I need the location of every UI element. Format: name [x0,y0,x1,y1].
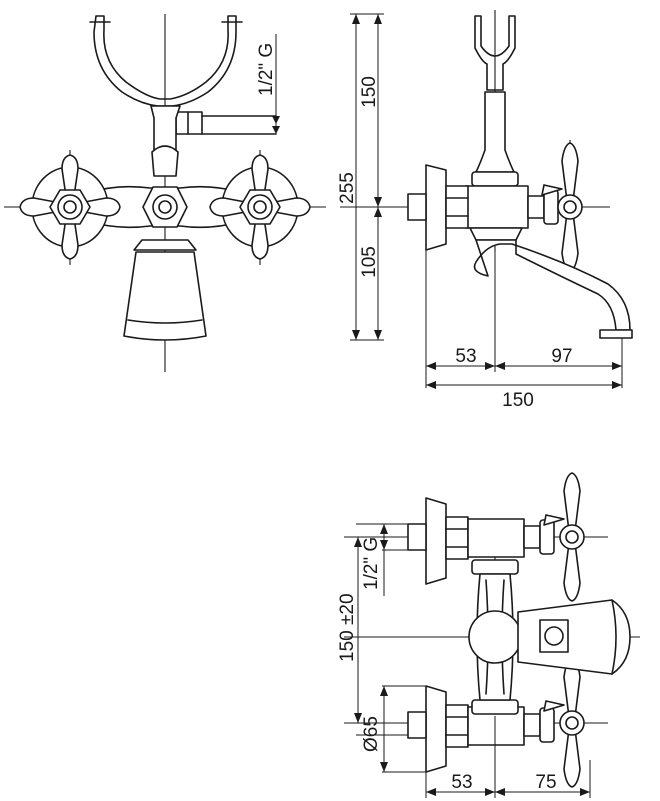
front-thread-label: 1/2" G [256,43,277,96]
side-body-base [469,227,523,241]
top-view: 1/2" G 150 ±20 Ø65 53 75 [337,472,640,798]
side-inlet [407,193,427,221]
centers-label: 150 ±20 [337,593,358,662]
side-view: 255 150 105 53 97 150 [337,10,633,411]
side-body [465,185,529,229]
front-view: 1/2" G [4,14,326,372]
front-thread-dimension: 1/2" G [256,34,280,134]
top-upper-inlet [407,472,585,602]
total-height-label: 255 [337,172,358,204]
top-horizontal-dimensions: 53 75 [425,716,591,798]
side-nut [445,185,469,229]
top-width-left-label: 53 [451,772,472,793]
side-spout-outlet [599,329,633,339]
side-total-width-label: 150 [502,390,534,411]
side-column [475,91,515,173]
side-flange [425,164,447,251]
side-handle-stem [527,195,545,219]
diameter-label: Ø65 [361,716,382,752]
top-mixer-body [468,559,631,715]
spout-front [123,239,207,341]
side-width-right-label: 97 [551,346,572,367]
side-vertical-dimensions: 255 150 105 [337,13,408,341]
lower-height-label: 105 [359,246,380,278]
side-width-left-label: 53 [455,346,476,367]
left-handle [19,154,121,260]
hose-connector [175,111,277,135]
side-column-nut [471,171,519,187]
shower-cradle [89,15,243,107]
side-handle-base [543,189,559,225]
top-width-right-label: 75 [535,772,556,793]
side-cradle [474,15,516,91]
right-handle [209,154,311,260]
side-spout [473,239,631,331]
upper-height-label: 150 [359,76,380,108]
shower-column [150,105,181,151]
column-collar [151,145,179,177]
top-thread-label: 1/2" G [361,537,382,590]
top-vertical-dimensions: 1/2" G 150 ±20 Ø65 [337,523,426,773]
center-nut [142,186,188,228]
side-horizontal-dimensions: 53 97 150 [425,250,623,411]
